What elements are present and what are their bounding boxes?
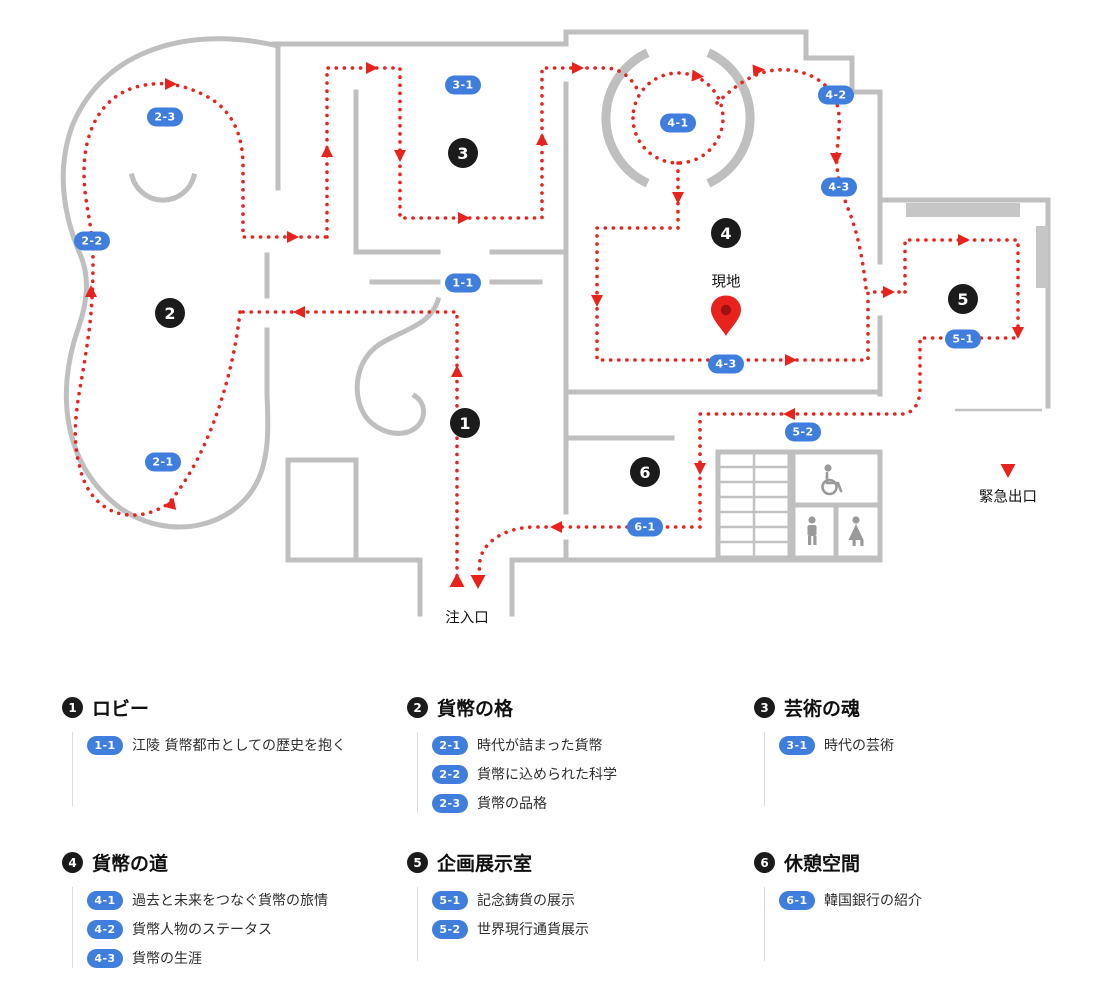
exhibit-code-badge: 3-1 — [779, 735, 815, 755]
legend-item: 4-1 過去と未来をつなぐ貨幣の旅情 — [87, 890, 328, 910]
female-restroom-icon — [848, 516, 864, 546]
legend-item: 3-1 時代の芸術 — [779, 735, 894, 755]
legend-item: 5-2 世界現行通貨展示 — [432, 919, 589, 939]
floor-plan-svg — [60, 29, 1051, 617]
exhibit-label: 貨幣の品格 — [477, 796, 547, 812]
room-marker-2: 2 — [155, 298, 185, 328]
room-marker-5: 5 — [948, 284, 978, 314]
floor-map: 1 2 3 4 5 6 2-3 3-1 4-1 4-2 4-3 2-2 1-1 … — [60, 29, 1051, 627]
entrance-arrows — [449, 573, 486, 589]
current-location-label: 現地 — [711, 274, 741, 291]
emergency-exit-arrow — [1000, 464, 1016, 478]
exhibit-code-badge: 2-3 — [432, 793, 468, 813]
exhibit-code-badge: 1-1 — [87, 735, 123, 755]
legend-room-title: 貨幣の道 — [92, 853, 169, 875]
wall-closet-room5 — [906, 203, 1020, 217]
legend-section-2: 2 貨幣の格 2-1 時代が詰まった貨幣 2-2 貨幣に込められた科学 2-3 … — [407, 694, 754, 813]
exhibit-label: 江陵 貨幣都市としての歴史を抱く — [132, 738, 347, 754]
room-marker-3: 3 — [448, 138, 478, 168]
exhibit-badge-1-1: 1-1 — [445, 273, 481, 293]
route-room2-loop — [73, 81, 329, 517]
exhibit-code-badge: 2-1 — [432, 735, 468, 755]
room-marker-4: 4 — [711, 218, 741, 248]
legend-room-number: 3 — [754, 697, 775, 718]
wall-top-section — [271, 29, 883, 397]
entrance-label: 注入口 — [445, 610, 489, 627]
legend-room-number: 6 — [754, 852, 775, 873]
male-restroom-icon — [807, 516, 817, 545]
legend: 1 ロビー 1-1 江陵 貨幣都市としての歴史を抱く 2 貨幣の格 2-1 時代… — [0, 648, 1098, 968]
legend-item: 4-3 貨幣の生涯 — [87, 948, 202, 968]
legend-section-6: 6 休憩空間 6-1 韓国銀行の紹介 — [754, 849, 1068, 968]
legend-room-title: 企画展示室 — [437, 853, 533, 875]
legend-item: 6-1 韓国銀行の紹介 — [779, 890, 922, 910]
exhibit-label: 貨幣の生涯 — [132, 951, 202, 967]
route-room3 — [325, 66, 641, 239]
legend-room-number: 2 — [407, 697, 428, 718]
legend-item: 2-3 貨幣の品格 — [432, 793, 547, 813]
legend-room-number: 4 — [62, 852, 83, 873]
exhibit-badge-5-1: 5-1 — [945, 329, 981, 349]
exhibit-label: 韓国銀行の紹介 — [824, 893, 922, 909]
legend-item: 4-2 貨幣人物のステータス — [87, 919, 272, 939]
exhibit-badge-3-1: 3-1 — [445, 75, 481, 95]
stairs-icon — [718, 452, 790, 558]
legend-room-title: 貨幣の格 — [437, 698, 514, 720]
emergency-exit-label: 緊急出口 — [979, 489, 1037, 506]
wheelchair-icon — [821, 464, 843, 496]
exhibit-badge-4-2: 4-2 — [818, 85, 854, 105]
room-marker-1: 1 — [450, 408, 480, 438]
legend-item: 2-1 時代が詰まった貨幣 — [432, 735, 602, 755]
exhibit-badge-4-3: 4-3 — [821, 177, 857, 197]
legend-item: 5-1 記念鋳貨の展示 — [432, 890, 575, 910]
exhibit-label: 貨幣人物のステータス — [132, 922, 272, 938]
legend-section-4: 4 貨幣の道 4-1 過去と未来をつなぐ貨幣の旅情 4-2 貨幣人物のステータス… — [62, 849, 407, 968]
exhibit-code-badge: 5-2 — [432, 919, 468, 939]
exhibit-label: 貨幣に込められた科学 — [477, 767, 617, 783]
legend-room-number: 5 — [407, 852, 428, 873]
wall-room5 — [877, 197, 1051, 409]
exhibit-label: 過去と未来をつなぐ貨幣の旅情 — [132, 893, 328, 909]
route-arrows — [85, 62, 1024, 533]
exhibit-code-badge: 4-3 — [87, 948, 123, 968]
legend-room-title: 芸術の魂 — [784, 698, 861, 720]
wall-room2-blob — [60, 36, 282, 530]
exhibit-badge-4-1: 4-1 — [660, 113, 696, 133]
exhibit-code-badge: 4-1 — [87, 890, 123, 910]
route-room4-loop — [595, 161, 907, 362]
legend-section-5: 5 企画展示室 5-1 記念鋳貨の展示 5-2 世界現行通貨展示 — [407, 849, 754, 968]
exhibit-label: 記念鋳貨の展示 — [477, 893, 575, 909]
legend-item: 1-1 江陵 貨幣都市としての歴史を抱く — [87, 735, 346, 755]
exhibit-badge-2-2: 2-2 — [74, 231, 110, 251]
wall-center-bottom — [285, 296, 883, 617]
exhibit-code-badge: 5-1 — [432, 890, 468, 910]
room-marker-6: 6 — [630, 457, 660, 487]
wall-pillar-room5 — [1036, 226, 1048, 288]
exhibit-label: 時代が詰まった貨幣 — [477, 738, 603, 754]
legend-room-title: 休憩空間 — [784, 853, 861, 875]
route-entry-corridor — [238, 310, 459, 578]
exhibit-label: 時代の芸術 — [824, 738, 894, 754]
exhibit-code-badge: 4-2 — [87, 919, 123, 939]
exhibit-code-badge: 2-2 — [432, 764, 468, 784]
legend-room-title: ロビー — [92, 698, 150, 720]
legend-room-number: 1 — [62, 697, 83, 718]
exhibit-badge-6-1: 6-1 — [627, 517, 663, 537]
legend-item: 2-2 貨幣に込められた科学 — [432, 764, 617, 784]
wall-circle-arcs — [601, 48, 755, 188]
exhibit-badge-2-3: 2-3 — [147, 107, 183, 127]
current-location-pin — [711, 295, 741, 336]
exhibit-badge-2-1: 2-1 — [145, 452, 181, 472]
exhibit-code-badge: 6-1 — [779, 890, 815, 910]
legend-section-1: 1 ロビー 1-1 江陵 貨幣都市としての歴史を抱く — [62, 694, 407, 813]
exhibit-label: 世界現行通貨展示 — [477, 922, 589, 938]
exhibit-badge-4-3-b: 4-3 — [708, 354, 744, 374]
exhibit-badge-5-2: 5-2 — [785, 422, 821, 442]
legend-section-3: 3 芸術の魂 3-1 時代の芸術 — [754, 694, 1068, 813]
